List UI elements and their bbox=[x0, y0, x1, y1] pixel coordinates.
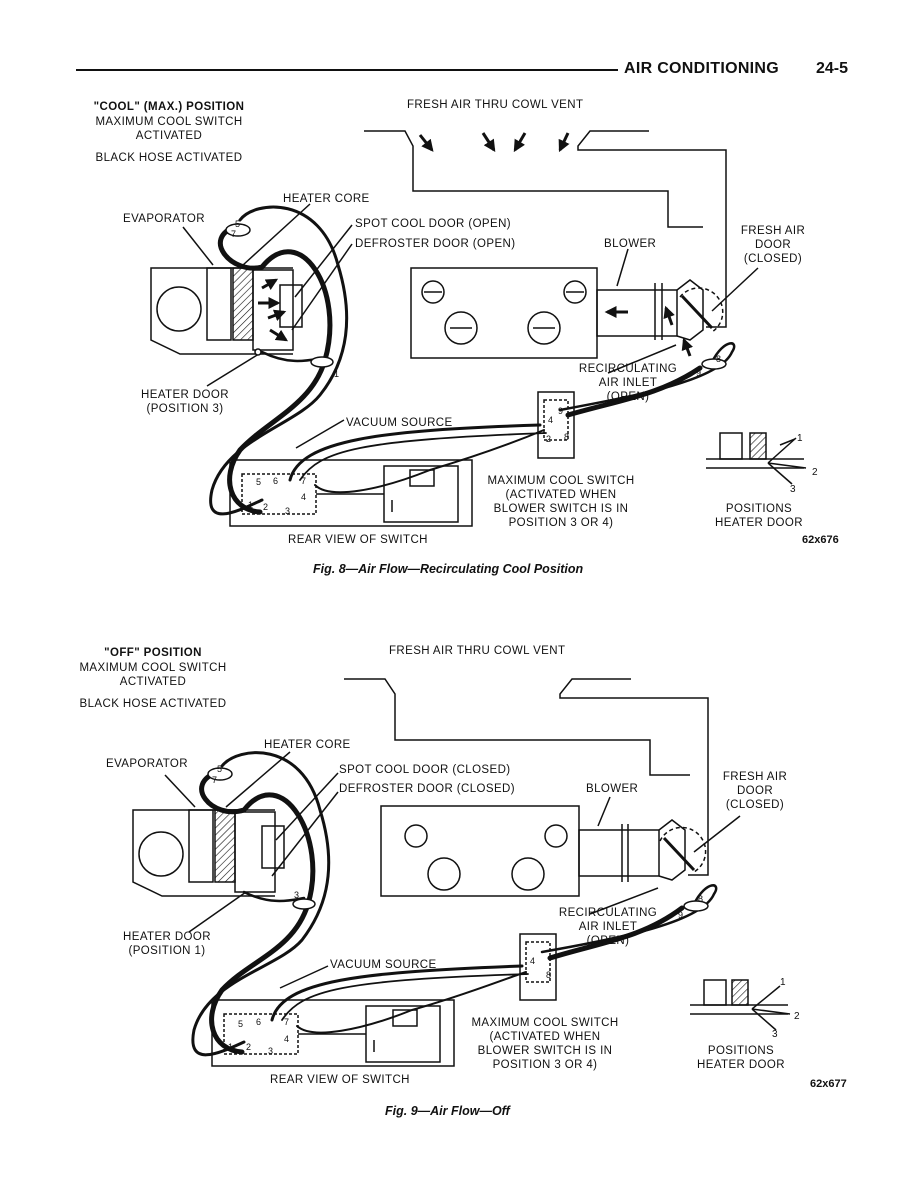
mc-port-4: 4 bbox=[530, 956, 536, 966]
header-rule bbox=[76, 69, 618, 71]
figure-caption: Fig. 9—Air Flow—Off bbox=[385, 1104, 510, 1118]
blower-outlet bbox=[596, 289, 678, 337]
position-1: 1 bbox=[780, 977, 786, 988]
mc-port-2: 2 bbox=[546, 434, 552, 444]
mc-port-9: 9 bbox=[558, 406, 564, 416]
sw-port-7: 7 bbox=[284, 1017, 290, 1027]
figure-caption: Fig. 8—Air Flow—Recirculating Cool Posit… bbox=[313, 562, 584, 576]
rear-view-label: REAR VIEW OF SWITCH bbox=[270, 1074, 410, 1086]
black-hose bbox=[218, 223, 333, 515]
evaporator-housing bbox=[150, 267, 293, 355]
sw-port-2: 2 bbox=[246, 1042, 252, 1052]
spot-cool-label: SPOT COOL DOOR (CLOSED) bbox=[339, 764, 511, 776]
page-number: 24-5 bbox=[816, 60, 849, 77]
port-1: 1 bbox=[334, 369, 340, 379]
sw-port-6: 6 bbox=[273, 476, 279, 486]
mode-line-2: MAXIMUM COOL SWITCH bbox=[95, 116, 243, 128]
figure-code: 62x676 bbox=[802, 534, 839, 546]
fresh-air-vent-label: FRESH AIR THRU COWL VENT bbox=[389, 645, 566, 657]
mc-port-8: 8 bbox=[546, 970, 552, 980]
sw-port-1: 1 bbox=[248, 500, 254, 510]
port-8: 8 bbox=[698, 894, 704, 904]
hose-5 bbox=[209, 205, 349, 516]
figure-code: 62x677 bbox=[810, 1078, 847, 1090]
defroster-label: DEFROSTER DOOR (CLOSED) bbox=[339, 783, 515, 795]
figure-9-diagram bbox=[132, 678, 791, 1067]
section-title: AIR CONDITIONING bbox=[624, 60, 780, 77]
port-9: 9 bbox=[678, 910, 684, 920]
sw-port-4: 4 bbox=[284, 1034, 290, 1044]
switch-body bbox=[229, 459, 473, 527]
mode-line-3: ACTIVATED bbox=[119, 676, 187, 688]
sw-port-2: 2 bbox=[263, 502, 269, 512]
sw-port-5: 5 bbox=[256, 477, 262, 487]
port-3: 3 bbox=[294, 890, 300, 900]
evaporator-label: EVAPORATOR bbox=[106, 758, 188, 770]
mc-port-4: 4 bbox=[548, 415, 554, 425]
fresh-air-vent-label: FRESH AIR THRU COWL VENT bbox=[407, 99, 584, 111]
sw-port-7: 7 bbox=[301, 476, 307, 486]
blower-label: BLOWER bbox=[586, 783, 639, 795]
mode-line-2: MAXIMUM COOL SWITCH bbox=[79, 662, 227, 674]
mode-line-3: ACTIVATED bbox=[135, 130, 203, 142]
mc-port-8: 8 bbox=[564, 432, 570, 442]
blower-housing bbox=[410, 267, 598, 359]
mode-title: "OFF" POSITION bbox=[104, 647, 202, 659]
vacuum-source-label: VACUUM SOURCE bbox=[346, 417, 453, 429]
hose-label: BLACK HOSE ACTIVATED bbox=[79, 698, 227, 710]
port-5: 5 bbox=[217, 764, 223, 774]
position-2: 2 bbox=[812, 467, 818, 478]
figure-8-diagram bbox=[150, 130, 807, 527]
port-5: 5 bbox=[235, 219, 241, 229]
sw-port-3: 3 bbox=[268, 1046, 274, 1056]
sw-port-5: 5 bbox=[238, 1019, 244, 1029]
sw-port-6: 6 bbox=[256, 1017, 262, 1027]
cowl-duct-left bbox=[364, 130, 703, 228]
position-3: 3 bbox=[790, 484, 796, 495]
defroster-label: DEFROSTER DOOR (OPEN) bbox=[355, 238, 516, 250]
heater-door-label: HEATER DOOR(POSITION 3) bbox=[141, 389, 229, 415]
rear-view-label: REAR VIEW OF SWITCH bbox=[288, 534, 428, 546]
cowl-duct-right bbox=[577, 130, 727, 328]
mode-title: "COOL" (MAX.) POSITION bbox=[93, 101, 245, 113]
sw-port-3: 3 bbox=[285, 506, 291, 516]
heater-door-label: HEATER DOOR(POSITION 1) bbox=[123, 931, 211, 957]
heater-core-label: HEATER CORE bbox=[283, 193, 370, 205]
position-3: 3 bbox=[772, 1029, 778, 1040]
heater-core-label: HEATER CORE bbox=[264, 739, 351, 751]
port-7: 7 bbox=[231, 229, 237, 239]
port-7: 7 bbox=[212, 775, 218, 785]
vacuum-source-label: VACUUM SOURCE bbox=[330, 959, 437, 971]
spot-cool-label: SPOT COOL DOOR (OPEN) bbox=[355, 218, 512, 230]
port-9: 9 bbox=[696, 368, 702, 378]
hose-label: BLACK HOSE ACTIVATED bbox=[95, 152, 243, 164]
sw-port-4: 4 bbox=[301, 492, 307, 502]
sw-port-1: 1 bbox=[228, 1042, 234, 1052]
position-2: 2 bbox=[794, 1011, 800, 1022]
blower-label: BLOWER bbox=[604, 238, 657, 250]
position-1: 1 bbox=[797, 433, 803, 444]
port-8: 8 bbox=[716, 354, 722, 364]
evaporator-label: EVAPORATOR bbox=[123, 213, 205, 225]
